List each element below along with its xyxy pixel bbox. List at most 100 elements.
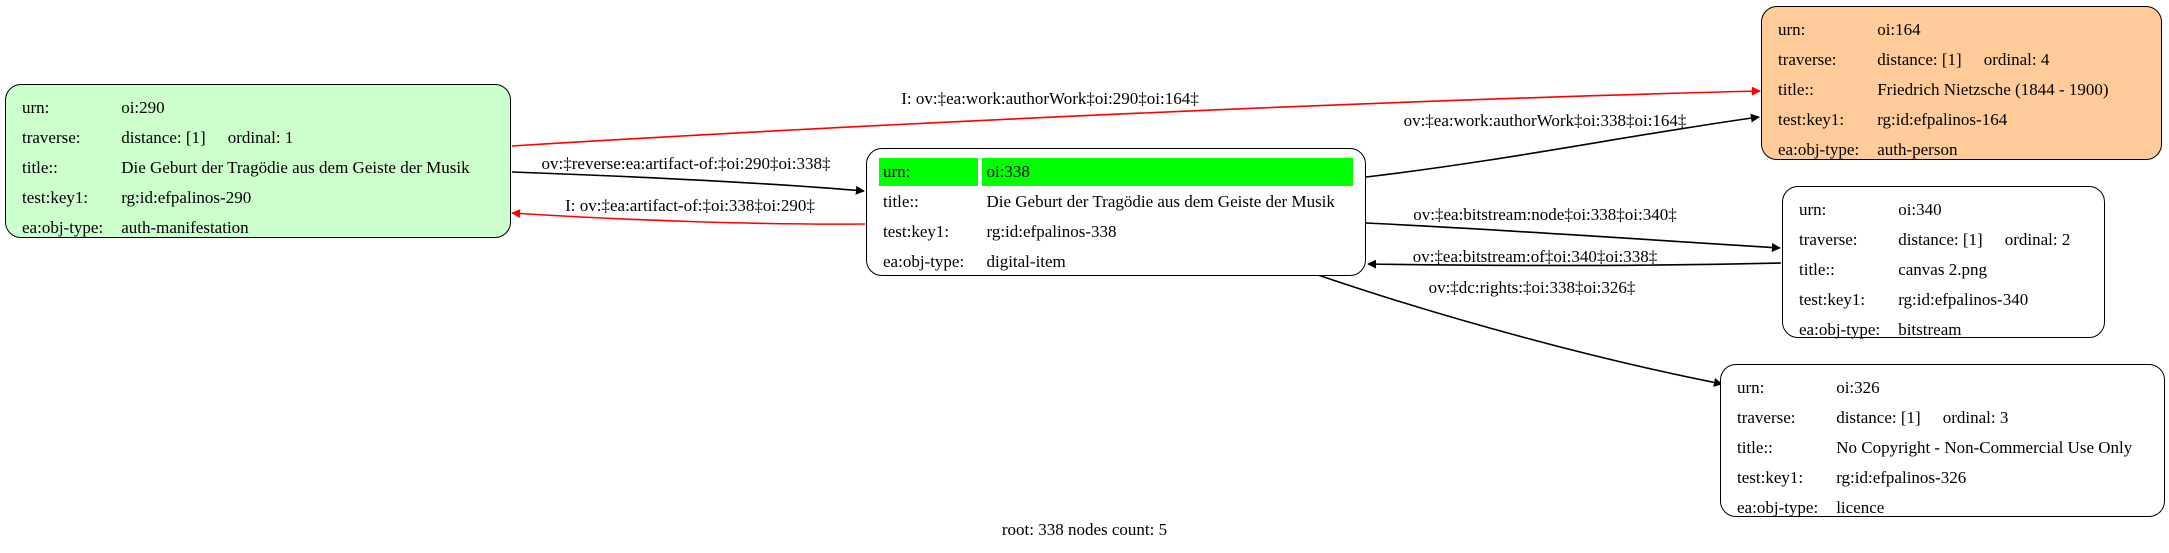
ordinal-value: ordinal: 2 xyxy=(2004,230,2071,249)
type-value: digital-item xyxy=(986,252,1066,271)
traverse-label: traverse: xyxy=(22,128,81,147)
key-value: rg:id:efpalinos-290 xyxy=(121,188,252,207)
key-label: test:key1: xyxy=(1737,468,1804,487)
traverse-value: distance: [1] ordinal: 1 xyxy=(117,124,475,152)
edge-label-340-338: ov:‡ea:bitstream:of‡oi:340‡oi:338‡ xyxy=(1413,247,1658,266)
ordinal-value: ordinal: 1 xyxy=(227,128,294,147)
urn-label: urn: xyxy=(22,98,50,117)
traverse-label: traverse: xyxy=(1737,408,1796,427)
node-oi-326[interactable]: urn: oi:326 traverse: distance: [1] ordinal… xyxy=(1720,364,2165,517)
traverse-label: traverse: xyxy=(1799,230,1858,249)
urn-value: oi:326 xyxy=(1836,378,1880,397)
row-title: title::canvas 2.png xyxy=(1795,256,2076,284)
key-value: rg:id:efpalinos-340 xyxy=(1898,290,2029,309)
edge-label-338-164: ov:‡ea:work:authorWork‡oi:338‡oi:164‡ xyxy=(1404,111,1687,130)
row-urn: urn: oi:340 xyxy=(1795,196,2076,224)
edge-338-164 xyxy=(1365,113,1760,178)
row-title: title::No Copyright - Non-Commercial Use… xyxy=(1733,434,2138,462)
row-traverse: traverse: distance: [1] ordinal: 1 xyxy=(18,124,476,152)
edge-label-338-290: I: ov:‡ea:artifact-of:‡oi:338‡oi:290‡ xyxy=(565,196,815,215)
row-type: ea:obj-type: bitstream xyxy=(1795,316,2076,344)
edge-label-338-340: ov:‡ea:bitstream:node‡oi:338‡oi:340‡ xyxy=(1413,205,1676,224)
row-key: test:key1: rg:id:efpalinos-326 xyxy=(1733,464,2138,492)
urn-label: urn: xyxy=(879,158,983,186)
ordinal-value: ordinal: 3 xyxy=(1942,408,2009,427)
node-oi-340[interactable]: urn: oi:340 traverse: distance: [1] ordinal… xyxy=(1782,186,2105,339)
edge-340-338 xyxy=(1367,259,1782,269)
title-value: No Copyright - Non-Commercial Use Only xyxy=(1836,438,2133,457)
title-value: Friedrich Nietzsche (1844 - 1900) xyxy=(1877,80,2109,99)
title-label: title:: xyxy=(1799,260,1835,279)
type-label: ea:obj-type: xyxy=(1799,320,1881,339)
distance-value: distance: [1] xyxy=(1877,50,1962,69)
edge-290-164 xyxy=(511,86,1761,147)
title-value: canvas 2.png xyxy=(1898,260,1987,279)
row-title: title::Die Geburt der Tragödie aus dem G… xyxy=(879,188,1353,216)
ordinal-value: ordinal: 4 xyxy=(1983,50,2050,69)
key-label: test:key1: xyxy=(1799,290,1866,309)
distance-value: distance: [1] xyxy=(121,128,206,147)
type-label: ea:obj-type: xyxy=(1778,140,1860,159)
row-key: test:key1: rg:id:efpalinos-340 xyxy=(1795,286,2076,314)
distance-value: distance: [1] xyxy=(1836,408,1921,427)
row-key: test:key1: rg:id:efpalinos-338 xyxy=(879,218,1353,246)
key-value: rg:id:efpalinos-326 xyxy=(1836,468,1967,487)
key-label: test:key1: xyxy=(883,222,950,241)
urn-label: urn: xyxy=(1778,20,1806,39)
edge-label-290-338: ov:‡reverse:ea:artifact-of:‡oi:290‡oi:33… xyxy=(542,154,831,173)
title-label: title:: xyxy=(1778,80,1814,99)
traverse-value: distance: [1] ordinal: 2 xyxy=(1894,226,2076,254)
distance-value: distance: [1] xyxy=(1898,230,1983,249)
row-urn: urn: oi:290 xyxy=(18,94,476,122)
urn-value: oi:338 xyxy=(982,158,1353,186)
title-value: Die Geburt der Tragödie aus dem Geiste d… xyxy=(986,192,1335,211)
type-label: ea:obj-type: xyxy=(883,252,965,271)
row-title: title::Die Geburt der Tragödie aus dem G… xyxy=(18,154,476,182)
node-oi-338[interactable]: urn:oi:338 title::Die Geburt der Tragödi… xyxy=(866,148,1366,276)
key-value: rg:id:efpalinos-164 xyxy=(1877,110,2008,129)
row-urn: urn:oi:338 xyxy=(879,158,1353,186)
title-label: title:: xyxy=(883,192,919,211)
type-value: licence xyxy=(1836,498,1885,517)
type-value: auth-person xyxy=(1877,140,1958,159)
type-value: bitstream xyxy=(1898,320,1962,339)
type-label: ea:obj-type: xyxy=(22,218,104,237)
title-label: title:: xyxy=(22,158,58,177)
row-key: test:key1: rg:id:efpalinos-290 xyxy=(18,184,476,212)
urn-value: oi:164 xyxy=(1877,20,1921,39)
urn-label: urn: xyxy=(1737,378,1765,397)
type-value: auth-manifestation xyxy=(121,218,249,237)
edge-338-290 xyxy=(511,209,866,225)
type-label: ea:obj-type: xyxy=(1737,498,1819,517)
edge-label-290-164: I: ov:‡ea:work:authorWork‡oi:290‡oi:164‡ xyxy=(901,89,1199,108)
key-value: rg:id:efpalinos-338 xyxy=(986,222,1117,241)
row-type: ea:obj-type: auth-manifestation xyxy=(18,214,476,242)
row-traverse: traverse: distance: [1] ordinal: 2 xyxy=(1795,226,2076,254)
node-oi-290[interactable]: urn: oi:290 traverse: distance: [1] ordinal… xyxy=(5,84,511,238)
row-traverse: traverse: distance: [1] ordinal: 4 xyxy=(1774,46,2115,74)
graph-footer: root: 338 nodes count: 5 xyxy=(1001,520,1168,539)
title-value: Die Geburt der Tragödie aus dem Geiste d… xyxy=(121,158,470,177)
title-label: title:: xyxy=(1737,438,1773,457)
row-urn: urn: oi:326 xyxy=(1733,374,2138,402)
key-label: test:key1: xyxy=(1778,110,1845,129)
row-traverse: traverse: distance: [1] ordinal: 3 xyxy=(1733,404,2138,432)
traverse-label: traverse: xyxy=(1778,50,1837,69)
urn-label: urn: xyxy=(1799,200,1827,219)
traverse-value: distance: [1] ordinal: 4 xyxy=(1873,46,2114,74)
row-type: ea:obj-type: digital-item xyxy=(879,248,1353,276)
traverse-value: distance: [1] ordinal: 3 xyxy=(1832,404,2138,432)
edge-338-340 xyxy=(1365,222,1781,252)
key-label: test:key1: xyxy=(22,188,89,207)
urn-value: oi:290 xyxy=(121,98,165,117)
row-type: ea:obj-type: licence xyxy=(1733,494,2138,522)
row-key: test:key1: rg:id:efpalinos-164 xyxy=(1774,106,2115,134)
edge-290-338 xyxy=(511,171,865,195)
node-oi-164[interactable]: urn: oi:164 traverse: distance: [1] ordinal… xyxy=(1761,6,2162,160)
edge-338-326 xyxy=(1317,274,1723,387)
row-title: title::Friedrich Nietzsche (1844 - 1900) xyxy=(1774,76,2115,104)
edge-label-338-326: ov:‡dc:rights:‡oi:338‡oi:326‡ xyxy=(1429,278,1636,297)
urn-value: oi:340 xyxy=(1898,200,1942,219)
row-urn: urn: oi:164 xyxy=(1774,16,2115,44)
